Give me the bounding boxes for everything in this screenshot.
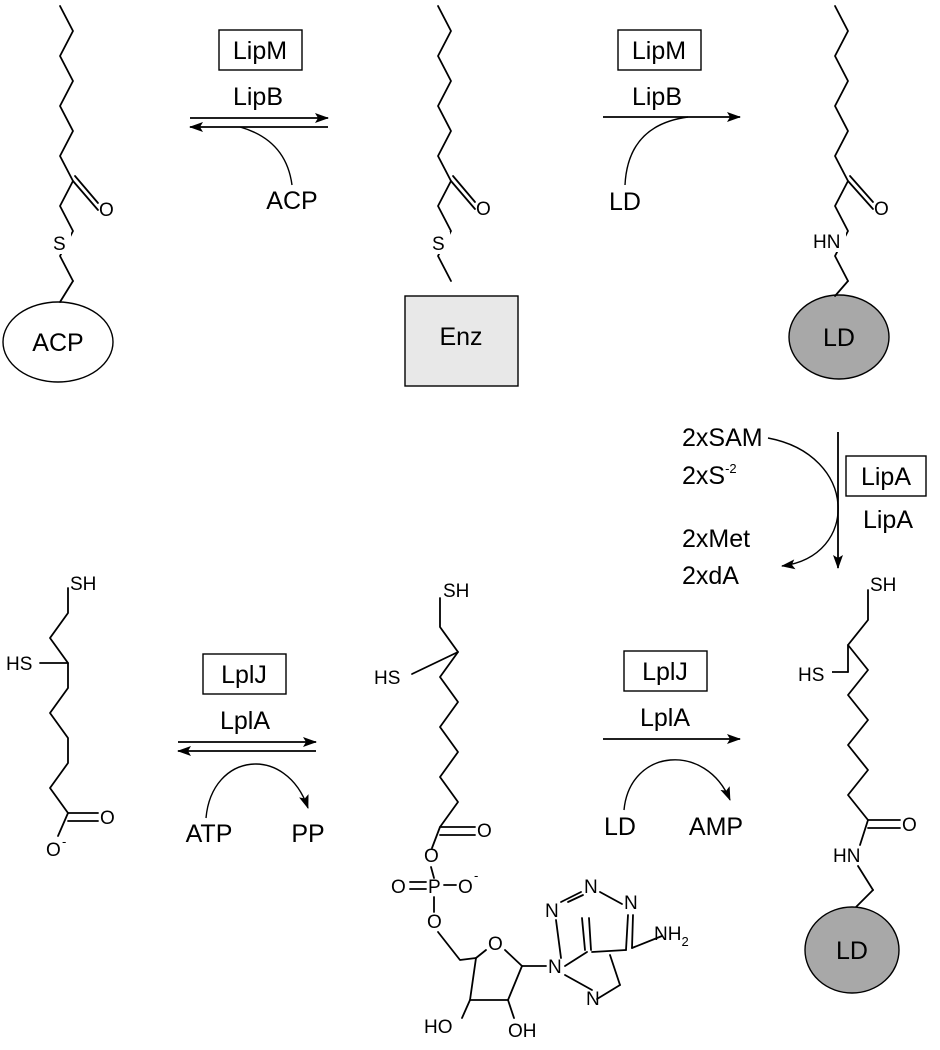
bottom-step2-output: AMP [689,813,743,841]
top-step1-enzyme: LipB [233,83,283,111]
amide-nh-2: HN [833,846,860,867]
phosphorus: P [428,877,441,898]
thiol-hs-1: HS [6,654,32,675]
carboxylate-charge: - [62,834,66,849]
phosphate-o-minus: O [458,877,473,898]
lipa-boxed-enzyme: LipA [861,463,911,491]
bottom-step1-output: PP [291,820,324,848]
bottom-step1-input: ATP [186,820,233,848]
bottom-step1-arrow: LplJ LplA ATP PP [177,653,325,848]
octanoyl-acp-molecule: O S ACP [2,5,114,383]
ester-carbonyl-oxygen: O [477,821,492,842]
bottom-step2-input: LD [604,813,636,841]
lipoyl-ld-molecule: SH HS O HN LD [796,575,917,994]
lipm-box-2 [617,29,702,71]
lipa-reagent-sulfide: 2xS-2 [682,461,737,490]
adenine-n9: N [548,957,562,978]
lipa-reagent-sam: 2xSAM [682,424,763,452]
adenine-n7: N [586,989,600,1010]
ld-carrier-ellipse-top [788,294,890,380]
lipa-product-met: 2xMet [682,525,750,553]
thioester-sulfur: S [53,234,66,255]
ribose-2-hydroxyl: HO [424,1017,453,1038]
lipa-enzyme: LipA [863,506,913,534]
adenine-n-top: N [624,893,638,914]
amide-nh: HN [813,232,840,253]
carbonyl-oxygen-2: O [476,199,491,220]
lipoyl-amp-molecule: SH HS O O P O O - O O HO OH N N [372,581,689,1042]
carboxylate-o-minus: O [46,840,61,861]
top-step2-cofactor: LD [609,188,641,216]
thiol-sh-2: SH [443,581,469,602]
adenine-n1: N [584,877,598,898]
phosphate-charge: - [474,868,478,883]
ribose-3-hydroxyl: OH [508,1021,537,1042]
bottom-step2-boxed-enzyme: LplJ [642,658,688,686]
amide-oxygen-2: O [902,815,917,836]
lipm-box-1 [218,29,303,71]
bottom-step2-arrow: LplJ LplA LD AMP [603,650,743,841]
ribose-5-oxygen: O [427,912,442,933]
top-step2-enzyme: LipB [632,83,682,111]
lplj-box-2 [623,650,708,692]
ld-carrier-label-top: LD [823,324,855,352]
top-step2-boxed-enzyme: LipM [632,37,686,65]
adenine-n3: N [545,901,559,922]
ribose-ring-oxygen: O [488,934,503,955]
top-step1-boxed-enzyme: LipM [233,37,287,65]
octanoyl-enzyme-molecule: O S Enz [404,5,519,387]
acp-carrier-label: ACP [32,329,83,357]
ester-oxygen: O [424,846,439,867]
enz-carrier-box [404,295,519,387]
carbonyl-oxygen: O [99,200,114,221]
lipa-step-arrow: LipA LipA 2xSAM 2xS-2 2xMet 2xdA [682,424,927,590]
acp-carrier-ellipse [2,301,114,383]
lipoate-molecule: SH HS O O - [6,574,115,861]
lplj-box-1 [202,653,287,695]
ld-carrier-label-bottom: LD [836,937,868,965]
phosphate-double-oxygen: O [391,877,406,898]
thiol-hs-2: HS [374,668,400,689]
carboxylate-oxygen: O [100,808,115,829]
bottom-step1-boxed-enzyme: LplJ [221,661,267,689]
lipa-product-da: 2xdA [682,562,739,590]
enz-carrier-label: Enz [439,323,482,351]
thiol-hs-3: HS [798,665,824,686]
ld-carrier-ellipse-bottom [804,906,900,994]
bottom-step1-enzyme: LplA [220,707,270,735]
thioester-sulfur-2: S [432,234,445,255]
bottom-step2-enzyme: LplA [640,704,690,732]
octanoyl-ld-molecule: O HN LD [788,5,890,380]
thiol-sh-3: SH [870,575,896,596]
top-step1-arrow: LipM LipB ACP [189,29,329,215]
top-step1-cofactor: ACP [266,187,317,215]
lipa-box [845,455,927,497]
thiol-sh-1: SH [70,574,96,595]
amide-oxygen: O [874,199,889,220]
top-step2-arrow: LipM LipB LD [603,29,741,216]
adenine-amino: NH2 [654,924,689,949]
